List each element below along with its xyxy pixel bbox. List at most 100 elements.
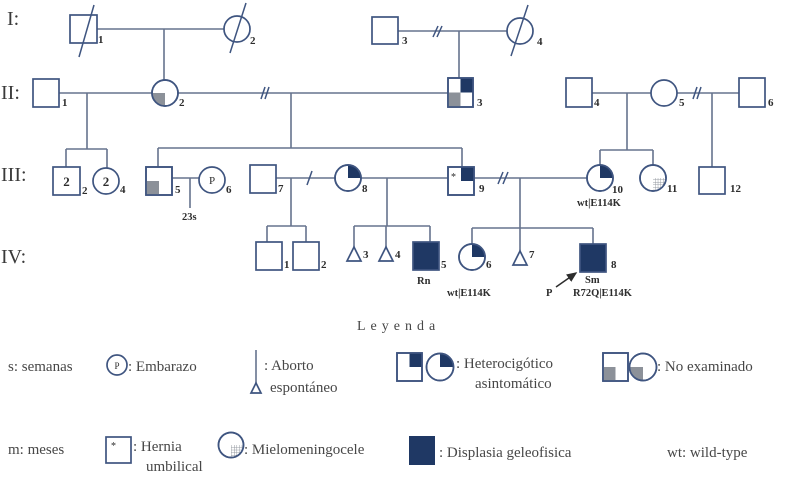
individual-iii-8: 8 [334,164,368,195]
genotype-label: wt|E114K [447,288,492,299]
individual-ii-3: 3 [447,77,483,109]
legend-pregnancy-text: : Embarazo [128,359,197,375]
heterozygous-quadrant [460,78,473,93]
individual-number: 8 [611,259,617,271]
symbol-outline [628,352,658,382]
individual-iii-10: 10 wt|E114K [577,164,624,209]
individual-number: 1 [284,259,290,271]
deceased-slash [78,4,95,58]
male-symbol [698,166,726,195]
individual-iv-6: 6 wt|E114K [447,243,492,299]
connector-lines [59,25,739,251]
legend-pregnancy-letter: P [114,361,119,371]
individual-iv-2: 2 [292,241,327,271]
symbol-outline [145,166,173,196]
individual-number: 12 [730,183,742,195]
male-symbol [52,166,81,196]
individual-number: 1 [98,34,104,46]
gestation-age: 23s [182,212,197,223]
heterozygous-quadrant [461,167,474,181]
legend-dysplasia-text: : Displasia geleofisica [439,445,572,461]
individual-number: 2 [321,259,327,271]
umbilical-hernia-mark: * [451,172,456,183]
generation-label-i: I: [7,8,19,30]
legend-hernia-text-2: umbilical [146,459,203,475]
legend-not-examined-circle-quadrant [629,367,643,381]
individual-number: 10 [612,184,624,196]
abortion-triangle [345,245,363,262]
not-examined-quadrant [146,181,159,195]
proband-arrow-icon [555,272,578,288]
male-symbol [69,14,98,44]
individual-number: 4 [120,184,126,196]
symbol-outline [458,243,486,271]
legend-pregnancy-symbol [106,354,128,376]
symbol-outline [151,79,179,107]
generation-label-iv: IV: [1,246,26,268]
symbol-outline [447,77,474,108]
individual-initials: Rn [417,276,431,287]
individual-number: 3 [402,35,408,47]
individual-iii-11: 11 [639,164,677,195]
individual-ii-2: 2 [151,79,185,109]
individual-number: 3 [477,97,483,109]
individual-iv-5: 5 Rn [412,241,447,287]
legend: Leyenda s: semanas P : Embarazo : Aborto… [8,319,753,475]
legend-heterozygous-circle-quadrant [440,353,454,367]
legend-weeks: s: semanas [8,359,73,375]
individual-iv-4: 4 [377,245,401,262]
legend-dysplasia-square [409,436,435,465]
sibship-line-iii-b [157,147,463,167]
sibship-line-iii-a [65,148,108,168]
individual-iii-2: 2 2 [52,166,88,197]
legend-abortion-text: : Aborto [264,358,314,374]
heterozygous-quadrant [600,165,613,178]
symbol-outline [602,352,629,382]
sibship-line-iii-c [599,149,654,165]
separation-marker [497,171,509,185]
female-symbol [92,167,120,195]
sibship-line-iv-a [266,225,307,242]
legend-hernia-mark: * [111,441,116,452]
symbol-outline [425,352,455,382]
individual-iii-6: P 6 23s [182,166,232,223]
legend-not-examined-square-quadrant [603,367,616,381]
individual-number: 6 [226,184,232,196]
individual-number: 5 [441,259,447,271]
individual-iv-7: 7 [511,249,535,266]
male-symbol [249,164,277,194]
individual-number: 6 [768,97,774,109]
multiple-count: 2 [63,174,70,189]
legend-myelomeningocele-quadrant [231,445,244,458]
pregnancy-symbol [198,166,226,194]
individual-iii-5: 5 [145,166,181,196]
individual-iii-12: 12 [698,166,742,195]
pregnancy-letter: P [209,175,215,187]
deceased-slash [510,4,529,57]
individual-i-4: 4 [506,4,543,57]
individual-number: 8 [362,183,368,195]
myelomeningocele-quadrant [653,178,666,191]
symbol-outline [217,431,245,459]
male-symbol [738,77,766,108]
generation-label-ii: II: [1,82,20,104]
individual-i-3: 3 [371,16,408,47]
female-symbol [650,79,678,107]
separation-marker [692,86,702,100]
symbol-outline [334,164,362,192]
genotype-label: wt|E114K [577,198,622,209]
individual-number: 9 [479,183,485,195]
individual-iii-7: 7 [249,164,284,195]
legend-abortion-text-2: espontáneo [270,380,337,396]
legend-title: Leyenda [357,319,440,334]
sibship-line-iv-b [353,225,431,247]
proband-label: P [546,288,553,299]
not-examined-quadrant [152,93,165,106]
abortion-triangle [511,249,529,266]
individual-ii-5: 5 [650,79,685,109]
individual-i-1: 1 [69,4,104,58]
heterozygous-quadrant [472,244,485,257]
individual-ii-4: 4 [565,77,600,109]
